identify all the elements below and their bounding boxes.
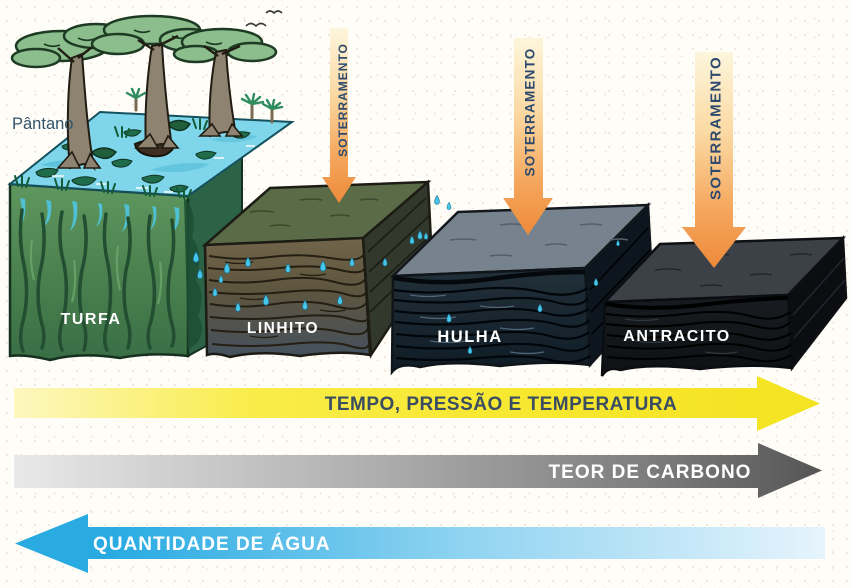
burial-arrow-2: SOTERRAMENTO — [503, 38, 553, 235]
down-arrow-icon — [503, 38, 553, 235]
hulha-block: HULHA — [389, 202, 655, 376]
stage-label-antracito: ANTRACITO — [623, 328, 730, 345]
hulha-striations — [393, 286, 591, 364]
burial-arrow-3: SOTERRAMENTO — [682, 52, 746, 268]
left-arrow-icon — [15, 514, 825, 573]
burial-arrow-label: SOTERRAMENTO — [336, 43, 350, 157]
linhito-block: LINHITO — [201, 179, 434, 359]
time-pressure-temperature-label: TEMPO, PRESSÃO E TEMPERATURA — [325, 393, 678, 415]
burial-arrow-label: SOTERRAMENTO — [523, 48, 538, 177]
turfa-block: TURFA — [7, 14, 295, 362]
shrubs — [91, 119, 192, 160]
down-arrow-icon — [322, 28, 356, 203]
swamp-trees — [10, 14, 284, 171]
stage-label-turfa: TURFA — [61, 311, 122, 328]
water-quantity-label: QUANTIDADE DE ÁGUA — [93, 533, 331, 555]
antracito-block: ANTRACITO — [600, 235, 848, 377]
time-pressure-temperature-arrow: TEMPO, PRESSÃO E TEMPERATURA — [14, 376, 820, 431]
stage-label-linhito: LINHITO — [247, 320, 319, 337]
antracito-striations — [605, 310, 792, 363]
water-quantity-arrow: QUANTIDADE DE ÁGUA — [15, 514, 825, 573]
carbon-content-arrow: TEOR DE CARBONO — [14, 443, 822, 498]
carbon-content-label: TEOR DE CARBONO — [549, 462, 752, 483]
birds-icon — [245, 10, 283, 28]
right-arrow-icon — [14, 376, 820, 431]
down-arrow-icon — [682, 52, 746, 268]
burial-arrow-1: SOTERRAMENTO — [322, 28, 356, 203]
burial-arrow-label: SOTERRAMENTO — [708, 56, 725, 200]
submerged-roots — [18, 198, 180, 233]
stage-label-hulha: HULHA — [437, 328, 502, 346]
swamp-label: Pântano — [12, 115, 73, 133]
right-arrow-icon — [14, 443, 822, 498]
